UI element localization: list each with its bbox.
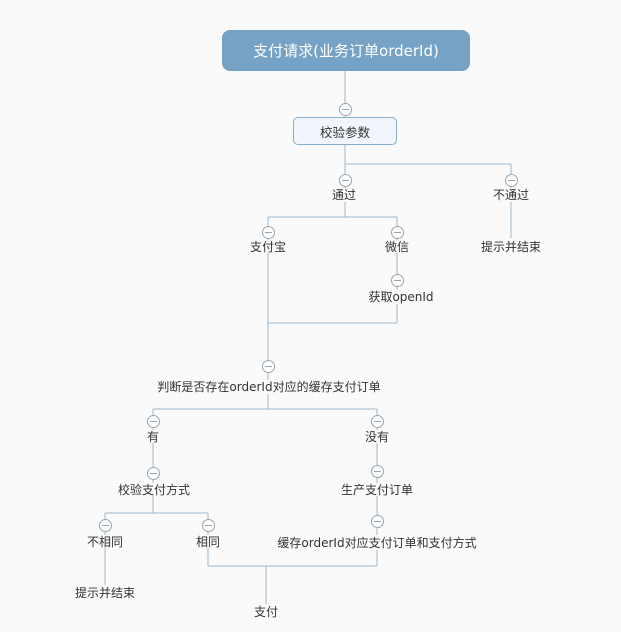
node-same[interactable]: 相同 [195,535,221,549]
node-fail-end[interactable]: 提示并结束 [480,240,542,254]
node-cache-order[interactable]: 缓存orderId对应支付订单和支付方式 [277,536,477,550]
collapse-icon-pass[interactable] [338,173,352,187]
node-get-openid[interactable]: 获取openId [368,290,434,304]
node-alipay[interactable]: 支付宝 [249,240,287,254]
collapse-icon-same[interactable] [201,518,215,532]
collapse-icon-create-order[interactable] [370,464,384,478]
node-validate-params[interactable]: 校验参数 [293,117,397,145]
collapse-icon-not-same[interactable] [98,518,112,532]
collapse-icon-alipay[interactable] [261,225,275,239]
node-not-same-end[interactable]: 提示并结束 [74,586,136,600]
collapse-icon-has[interactable] [146,414,160,428]
node-has-not[interactable]: 没有 [364,430,390,444]
node-not-same[interactable]: 不相同 [86,535,124,549]
collapse-icon-fail[interactable] [504,173,518,187]
node-root[interactable]: 支付请求(业务订单orderId) [222,30,470,71]
collapse-icon-wechat[interactable] [390,225,404,239]
node-create-order[interactable]: 生产支付订单 [340,483,414,497]
connector-path [104,71,512,604]
collapse-icon-has-not[interactable] [370,414,384,428]
node-fail[interactable]: 不通过 [492,188,530,202]
collapse-icon-cache-order[interactable] [370,514,384,528]
node-has[interactable]: 有 [146,430,160,444]
collapse-icon-check-cache[interactable] [261,359,275,373]
node-check-cache[interactable]: 判断是否存在orderId对应的缓存支付订单 [157,380,381,394]
collapse-icon-validate[interactable] [338,102,352,116]
collapse-icon-get-openid[interactable] [390,273,404,287]
collapse-icon-verify-method[interactable] [146,466,160,480]
node-pay[interactable]: 支付 [253,605,279,619]
node-wechat[interactable]: 微信 [384,240,410,254]
node-pass[interactable]: 通过 [331,188,357,202]
node-verify-method[interactable]: 校验支付方式 [117,483,191,497]
